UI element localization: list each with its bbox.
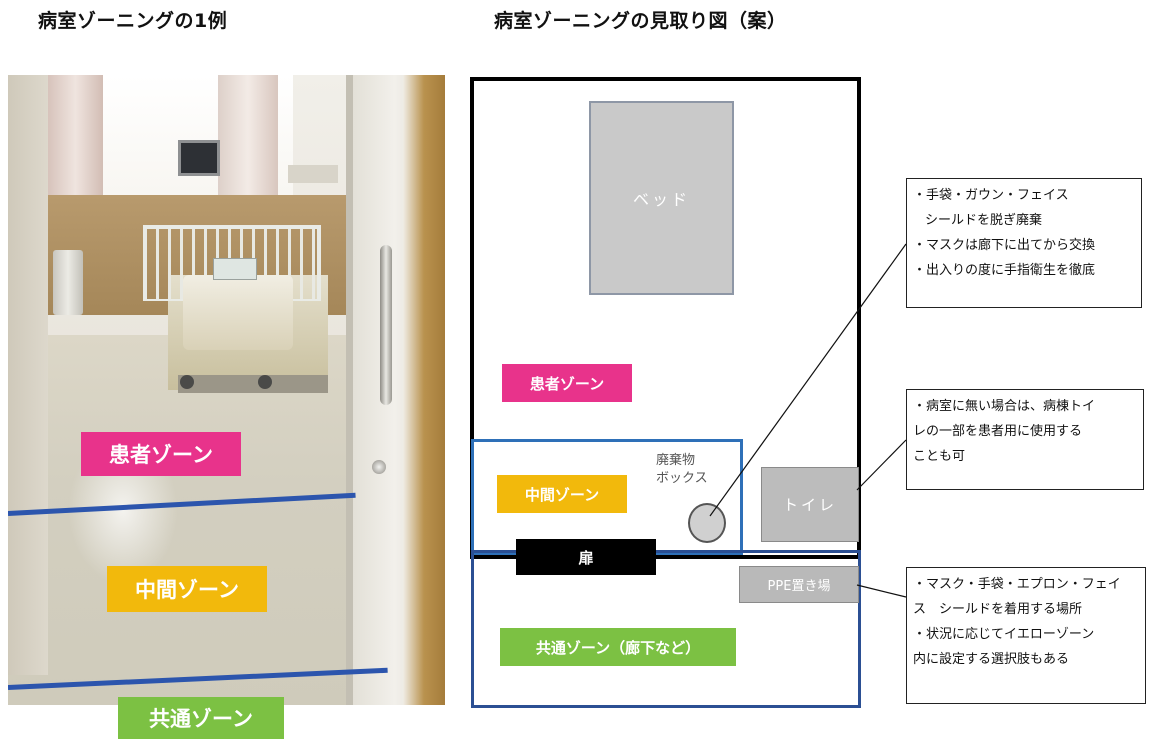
photo-door-lock xyxy=(372,460,386,474)
ppe-note-line: 内に設定する選択肢もある xyxy=(913,652,1070,667)
photo-bed-wheel xyxy=(180,375,194,389)
toilet-note-line: レの一部を患者用に使用する xyxy=(913,424,1083,439)
waste-note-line: ・マスクは廊下に出てから交換 xyxy=(913,238,1096,253)
toilet-note-line: ・病室に無い場合は、病棟トイ xyxy=(913,399,1096,414)
photo-wall-panel xyxy=(288,165,338,183)
photo-middle-zone-label: 中間ゾーン xyxy=(107,566,267,612)
ppe-note-line: ・マスク・手袋・エプロン・フェイ xyxy=(913,577,1121,592)
ppe-callout-line xyxy=(856,584,907,598)
plan-middle-zone-label: 中間ゾーン xyxy=(497,475,627,513)
photo-door-handle xyxy=(380,245,392,405)
waste-note-line: ・手袋・ガウン・フェイス xyxy=(913,188,1069,203)
bed-box: ベッド xyxy=(589,101,734,295)
photo-bed-wheel xyxy=(258,375,272,389)
left-title: 病室ゾーニングの1例 xyxy=(38,10,228,32)
plan-common-zone-label: 共通ゾーン（廊下など） xyxy=(500,628,736,666)
waste-note-line: シールドを脱ぎ廃棄 xyxy=(925,213,1043,228)
ppe-note-line: ・状況に応じてイエローゾーン xyxy=(913,627,1095,642)
photo-bed-control-panel xyxy=(213,258,257,280)
ppe-note: ・マスク・手袋・エプロン・フェイ ス シールドを着用する場所 ・状況に応じてイエ… xyxy=(906,567,1146,704)
waste-box-label-line: ボックス xyxy=(656,471,708,486)
door-bar: 扉 xyxy=(516,539,656,575)
photo-patient-zone-label: 患者ゾーン xyxy=(81,432,241,476)
photo-left-wall xyxy=(8,75,48,675)
waste-box-icon xyxy=(688,503,726,543)
photo-trash-bin xyxy=(53,250,83,315)
toilet-callout-line xyxy=(856,439,907,491)
toilet-note-line: ことも可 xyxy=(913,449,966,464)
photo-bed-footboard xyxy=(183,275,293,350)
ppe-area-box: PPE置き場 xyxy=(739,566,859,603)
photo-common-zone-label: 共通ゾーン xyxy=(118,697,284,739)
ppe-note-line: ス シールドを着用する場所 xyxy=(913,602,1083,617)
toilet-note: ・病室に無い場合は、病棟トイ レの一部を患者用に使用する ことも可 xyxy=(906,389,1144,490)
photo-bed-base xyxy=(178,375,328,393)
toilet-box: トイレ xyxy=(761,467,859,542)
photo-door-jamb xyxy=(403,75,445,705)
hospital-room-photo xyxy=(8,75,445,705)
waste-note: ・手袋・ガウン・フェイス シールドを脱ぎ廃棄 ・マスクは廊下に出てから交換 ・出… xyxy=(906,178,1142,308)
common-zone-area xyxy=(471,550,861,708)
photo-monitor xyxy=(178,140,220,176)
right-title: 病室ゾーニングの見取り図（案） xyxy=(494,10,787,32)
waste-box-label-line: 廃棄物 xyxy=(656,453,696,468)
photo-door-edge xyxy=(346,75,356,705)
waste-note-line: ・出入りの度に手指衛生を徹底 xyxy=(913,263,1096,278)
waste-box-label: 廃棄物 ボックス xyxy=(656,452,708,488)
plan-patient-zone-label: 患者ゾーン xyxy=(502,364,632,402)
